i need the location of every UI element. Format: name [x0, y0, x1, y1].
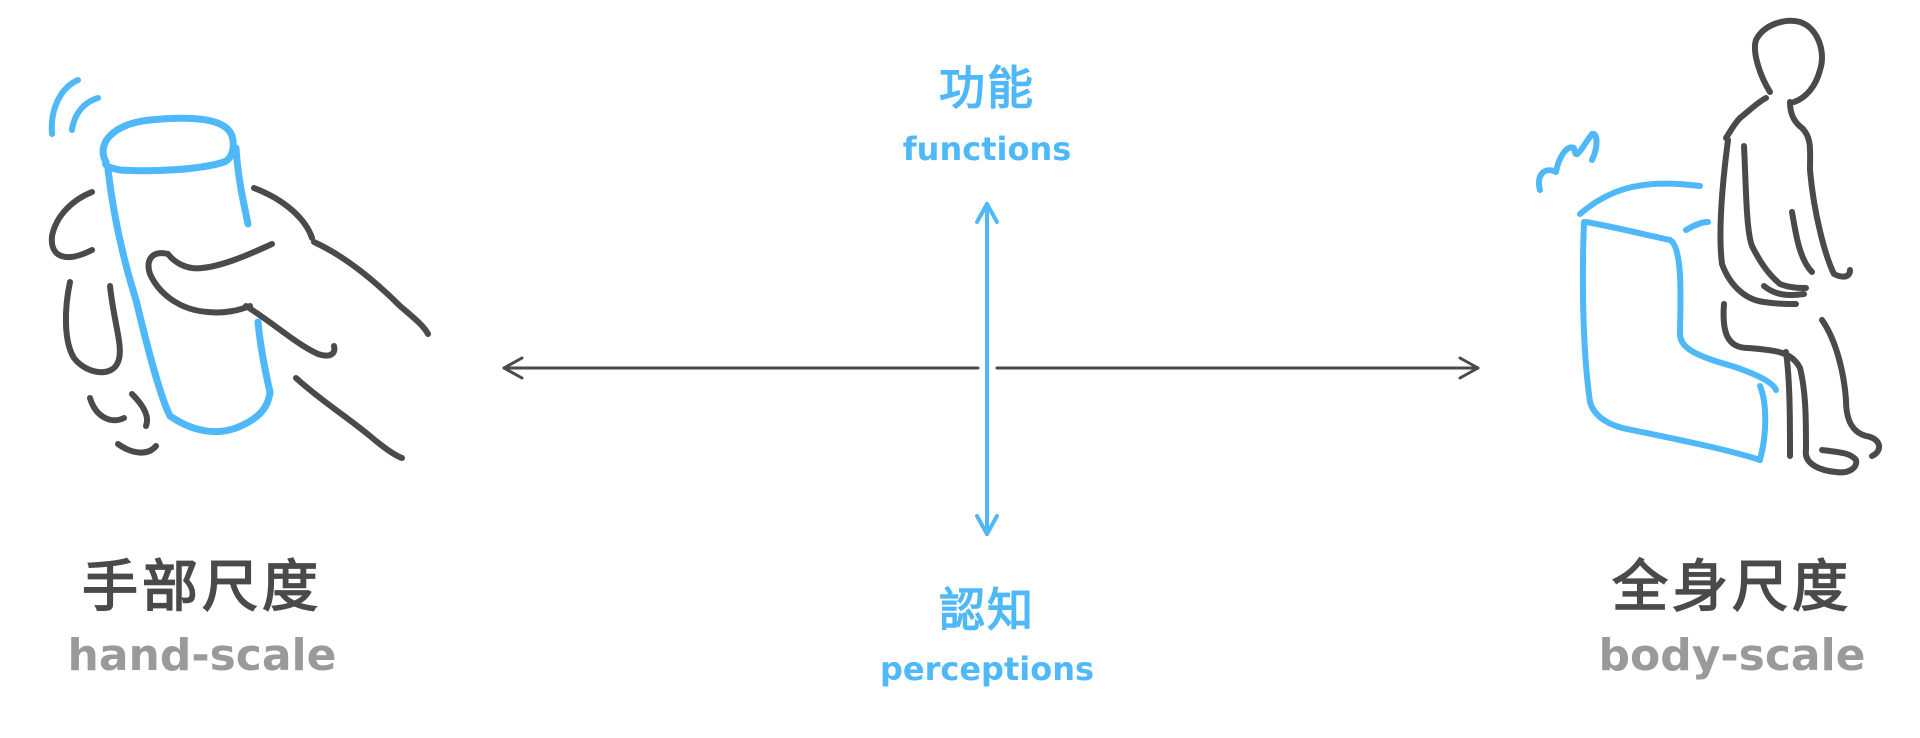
hand-holding-cup-icon: [48, 77, 431, 461]
axis-bottom-label-en: perceptions: [879, 650, 1095, 688]
left-pole-subtitle: hand-scale: [67, 630, 337, 681]
left-pole-title: 手部尺度: [82, 555, 322, 620]
axis-top-label-zh: 功能: [939, 61, 1035, 115]
horizontal-scale-arrow: [502, 356, 1480, 380]
right-pole-title: 全身尺度: [1612, 555, 1852, 620]
axis-top-label-en: functions: [902, 130, 1072, 168]
person-sitting-on-block-icon: [1536, 17, 1883, 476]
right-pole-subtitle: body-scale: [1598, 630, 1866, 681]
vertical-axis-arrow: [975, 202, 999, 536]
axis-bottom-label-zh: 認知: [939, 583, 1035, 637]
